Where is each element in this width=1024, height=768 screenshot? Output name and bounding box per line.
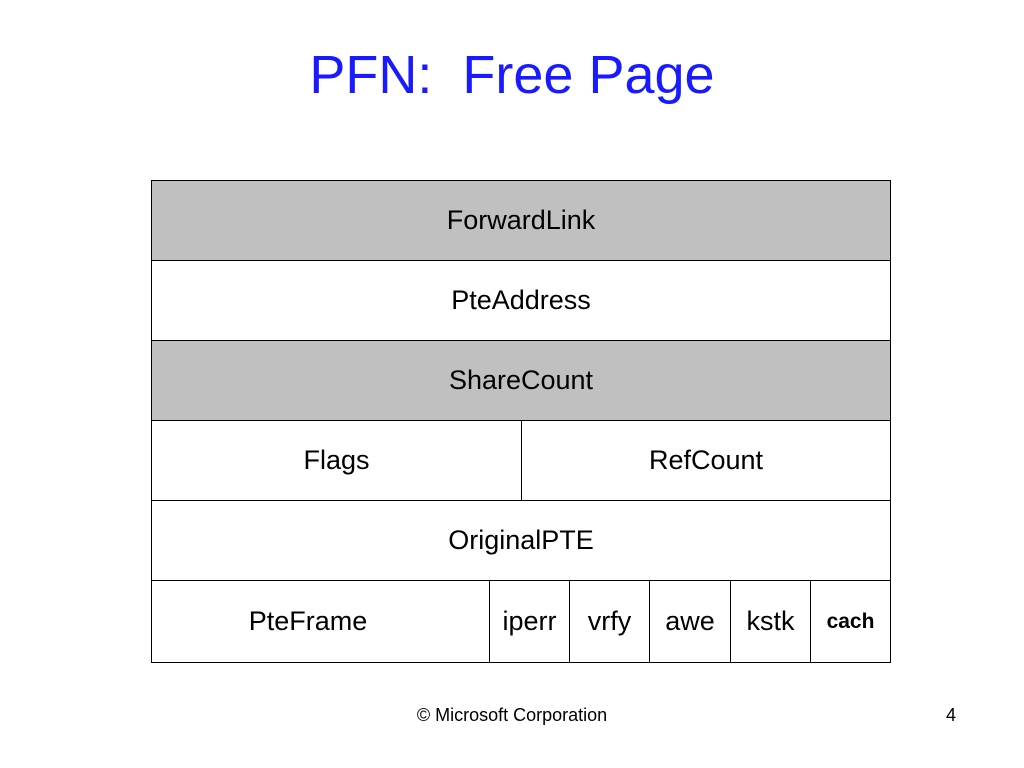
footer-copyright: © Microsoft Corporation xyxy=(416,705,608,725)
row-pte-frame-bits: PteFrame iperr vrfy awe kstk cach xyxy=(152,581,890,662)
cell-flags: Flags xyxy=(152,421,522,500)
page-number: 4 xyxy=(946,705,957,725)
row-original-pte: OriginalPTE xyxy=(152,501,890,581)
row-forward-link: ForwardLink xyxy=(152,181,890,261)
row-flags-refcount: Flags RefCount xyxy=(152,421,890,501)
cell-awe: awe xyxy=(650,581,731,662)
cell-kstk: kstk xyxy=(731,581,811,662)
cell-iperr: iperr xyxy=(490,581,570,662)
cell-refcount: RefCount xyxy=(648,445,764,475)
cell-vrfy: vrfy xyxy=(570,581,650,662)
cell-original-pte: OriginalPTE xyxy=(448,525,594,555)
cell-pte-frame: PteFrame xyxy=(152,581,490,662)
cell-cach: cach xyxy=(826,609,875,633)
slide-title: PFN: Free Page xyxy=(309,45,715,105)
cell-share-count: ShareCount xyxy=(448,365,594,395)
row-pte-address: PteAddress xyxy=(152,261,890,341)
cell-forward-link: ForwardLink xyxy=(446,205,596,235)
row-share-count: ShareCount xyxy=(152,341,890,421)
pfn-structure-table: ForwardLink PteAddress ShareCount Flags … xyxy=(151,180,891,663)
cell-pte-address: PteAddress xyxy=(451,285,591,315)
